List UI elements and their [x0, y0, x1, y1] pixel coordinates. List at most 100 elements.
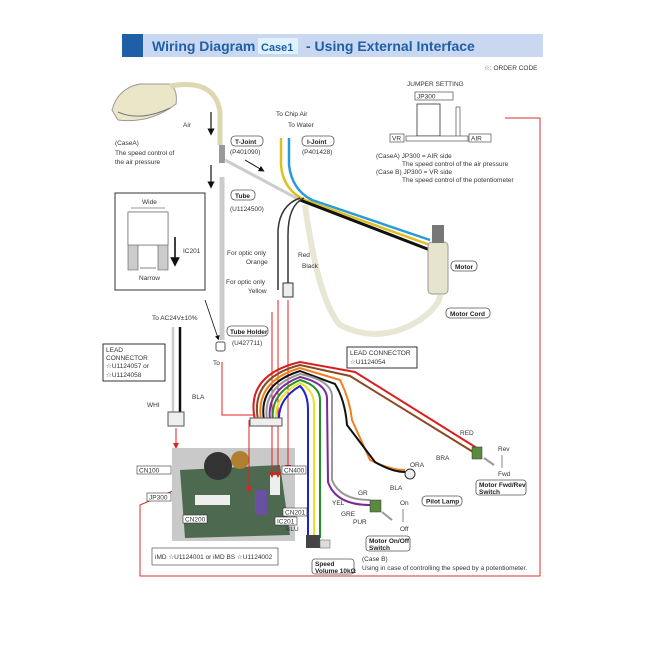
on-off-switch	[369, 499, 393, 521]
motor-label: Motor	[455, 264, 474, 271]
motor-label-box	[450, 260, 478, 272]
motor-cord	[302, 204, 443, 337]
red-wire-label: Red	[298, 252, 310, 259]
ic201-inset	[114, 192, 206, 291]
ic201-inset-label: IC201	[183, 248, 201, 255]
t-joint	[219, 145, 225, 163]
cn200-label: CN200	[185, 517, 206, 524]
case-a-desc: the air pressure	[115, 159, 161, 166]
optic-connector	[282, 282, 294, 298]
jp300-label: JP300	[417, 94, 436, 101]
motor-hose	[299, 198, 431, 252]
t-joint-label-box	[230, 135, 264, 147]
case-b-label: (Case B)	[362, 556, 388, 563]
lead-connector-title: LEAD	[106, 347, 123, 354]
cn400-label: CN400	[284, 468, 305, 475]
tube-holder-pointer	[221, 362, 255, 416]
tube-holder-label-box	[226, 325, 269, 337]
board-model-box	[151, 547, 279, 566]
jumper-case-b: (Case B) JP300 = VR side	[376, 169, 452, 176]
jumper-case-a-desc: The speed control of the air pressure	[402, 161, 509, 168]
order-code-note: ☆: ORDER CODE	[484, 64, 538, 72]
to-chip-air-label: To Chip Air	[276, 111, 308, 118]
lead-connector-right-code: ☆U1124054	[350, 358, 386, 366]
t-joint-label: T-Joint	[235, 139, 257, 146]
optic-yellow-label: Yellow	[248, 288, 267, 295]
to-ac-label: To AC24V±10%	[152, 315, 198, 322]
wide-label: Wide	[142, 199, 157, 206]
jumper-setting-title: JUMPER SETTING	[407, 81, 464, 88]
case-a-label: (CaseA)	[115, 140, 139, 147]
page-subtitle: - Using External Interface	[306, 38, 475, 54]
narrow-label: Narrow	[139, 275, 160, 282]
ic201-box	[274, 516, 298, 526]
gr-label: GR	[358, 490, 368, 497]
motor	[427, 225, 449, 295]
air-hose	[169, 82, 223, 145]
i-joint-code: (P401428)	[302, 149, 332, 156]
ribbon-connector	[249, 417, 283, 427]
on-off-label-box	[365, 535, 411, 552]
fwd-label: Fwd	[498, 471, 511, 478]
off-label: Off	[400, 526, 409, 533]
cn201-label: CN201	[285, 510, 306, 517]
fwd-rev-label: Switch	[479, 489, 500, 496]
motor-cord-label-box	[445, 307, 491, 319]
tube-label: Tube	[235, 193, 250, 200]
to-label: To	[213, 360, 220, 367]
lead-connector-box	[102, 343, 166, 382]
pur-label: PUR	[353, 519, 367, 526]
cn100-label: CN100	[139, 468, 160, 475]
fwd-rev-label-box	[475, 479, 527, 496]
jp300-board-box	[146, 492, 172, 502]
pilot-bla-label: BLA	[390, 485, 403, 492]
tube-holder-code: (U427711)	[232, 340, 262, 347]
control-board-photo	[172, 448, 295, 541]
vr-box	[389, 133, 405, 143]
page-title: Wiring Diagram	[152, 38, 255, 54]
tube-holder	[215, 341, 226, 352]
motor-cord-label: Motor Cord	[450, 311, 485, 318]
jumper-pin	[455, 106, 461, 138]
yel-label: YEL	[332, 500, 345, 507]
air-label: Air	[183, 122, 192, 129]
ora-label: ORA	[410, 462, 425, 469]
optic-orange-label: For optic only	[227, 250, 267, 257]
lead-connector-code: ☆U1124058	[106, 371, 142, 379]
speed-volume-label-box	[311, 558, 355, 575]
case-a-desc: The speed control of	[115, 150, 174, 157]
jumper-cap	[416, 103, 441, 137]
cn100-box	[136, 465, 172, 475]
air-side-label: AIR	[471, 136, 482, 143]
tube-label-box	[230, 189, 256, 201]
fwd-rev-label: Motor Fwd/Rev	[479, 482, 526, 489]
on-off-label: Switch	[369, 545, 390, 552]
cn200-box	[182, 514, 208, 524]
bla-label: BLA	[192, 394, 205, 401]
bra-label: BRA	[436, 455, 450, 462]
jp300-board-label: JP300	[149, 495, 168, 502]
speed-volume-label: Speed	[315, 561, 335, 568]
on-label: On	[400, 500, 409, 507]
jumper-reference-line	[139, 117, 541, 577]
red-label: RED	[460, 430, 474, 437]
whi-label: WHI	[147, 402, 160, 409]
power-connector	[167, 411, 185, 427]
title-bar: Wiring Diagram Case1 - Using External In…	[122, 34, 543, 57]
pointer-arrow	[204, 299, 220, 341]
optic-orange-label: Orange	[246, 259, 268, 266]
water-hose	[287, 138, 431, 242]
rev-label: Rev	[498, 446, 510, 453]
blu-label: BLU	[286, 526, 299, 533]
black-wire-label: Black	[302, 263, 319, 270]
i-joint-label: I-Joint	[307, 139, 327, 146]
speed-potentiometer	[306, 535, 331, 549]
jumper-case-b-desc: The speed control of the potentiometer	[402, 177, 514, 184]
jumper-case-a: (CaseA) JP300 = AIR side	[376, 153, 452, 160]
optic-yellow-label: For optic only	[226, 279, 266, 286]
flow-arrow-icon	[244, 159, 265, 172]
on-off-label: Motor On/Off	[369, 538, 410, 545]
ribbon-cable	[252, 360, 481, 538]
gre-label: GRE	[341, 511, 356, 518]
